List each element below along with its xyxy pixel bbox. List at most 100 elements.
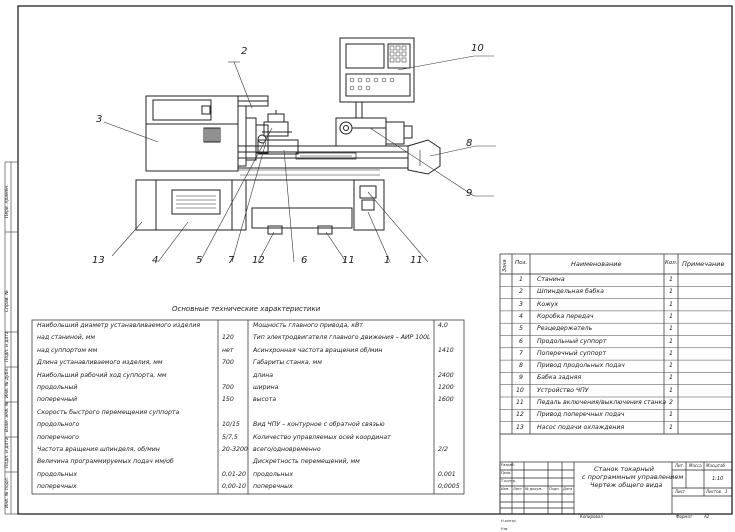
spec-label: над станиной, мм [37,334,96,342]
callout-leaders [103,55,496,263]
side-label: Инв. № подл. [5,476,10,508]
callout-number: 11 [410,255,423,266]
callout-number: 1 [384,255,391,266]
tb-role: Утв. [501,527,509,531]
spec-value: 0,01-20 [222,470,246,478]
tb-format-value: A2 [704,514,710,519]
tb-rev-header: Лист [513,487,522,491]
spec-value: 120 [222,334,234,342]
tb-rev-header: Изм. [501,487,510,491]
spec-label: над суппортом мм [37,346,98,354]
bom-name: Насос подачи охлаждения [537,423,625,431]
spec-value: 0,0005 [438,483,460,491]
spec-value: 10/15 [222,421,240,429]
bom-pos: 2 [519,288,523,296]
spec-label: Вид ЧПУ – контурное с обратной связью [253,421,385,429]
spec-label: длина [253,371,274,379]
spec-value: 1200 [438,384,454,391]
spec-label: Тип электродвигателя главного движения –… [253,334,431,342]
bom-pos: 4 [519,312,523,320]
bom-qty: 1 [669,312,673,320]
lathe-drawing [135,37,441,235]
bom-qty: 1 [669,411,673,419]
spec-label: Мощность главного привода, кВт [253,322,363,329]
callout-number: 13 [92,255,105,266]
side-label: Подп. и дата [5,437,10,468]
spec-label: всего/одновременно [253,446,321,453]
bom-header-note: Примечание [682,260,725,268]
spec-label: Количество управляемых осей координат [253,433,391,441]
side-label: Инв. № дубл. [5,367,10,398]
spec-value: 0,001 [438,470,456,478]
bom-name: Шпиндельная бабка [537,288,604,296]
bom-qty: 1 [669,288,673,296]
bom-qty: 1 [669,349,673,357]
doc-title-line-1: Станок токарный [594,465,654,473]
side-label: Взам. инв. № [5,401,10,432]
bom-name: Продольный суппорт [537,337,607,345]
tb-scale-label: Масштаб [706,463,726,468]
spec-value: 1410 [438,346,454,354]
bom-name: Привод продольных подач [537,362,625,370]
bom-pos: 10 [516,386,524,394]
spec-label: продольных [253,470,294,478]
bom-pos: 7 [519,349,523,357]
bom-table-grid [499,253,733,435]
callout-number: 6 [301,255,308,266]
doc-title-line-2: с программным управлением [582,473,684,481]
bom-name: Устройство ЧПУ [537,386,589,394]
tb-sheets-value: 1 [725,489,728,494]
spec-label: Скорость быстрого перемещения суппорта [37,408,180,416]
bom-qty: 1 [669,276,673,283]
bom-name: Бабка задняя [537,374,582,382]
bom-header-name: Наименование [571,260,622,268]
bom-pos: 3 [519,300,523,308]
callout-number: 11 [342,255,355,266]
bom-name: Кожух [537,300,559,308]
spec-value: 0,00-10 [222,483,246,491]
bom-qty: 1 [669,362,673,370]
tb-role: Н.контр. [501,519,517,523]
spec-label: Длина устанавливаемого изделия, мм [37,359,163,367]
tb-copied-label: Копировал [580,514,603,519]
bom-header-pos: Поз. [515,260,528,266]
spec-label: поперечных [37,483,77,491]
spec-value: нет [222,346,234,354]
title-block-grid [499,434,733,515]
spec-label: поперечный [37,396,78,404]
drawing-sheet [4,5,733,515]
tb-role: Разраб. [501,463,515,467]
side-binding-strip [4,161,18,515]
bom-pos: 12 [516,411,524,419]
bom-qty: 1 [669,337,673,345]
side-label: Подп. и дата [5,331,10,362]
tb-sheet-label: Лист [675,489,686,494]
tb-rev-header: Дата [563,487,573,491]
bom-qty: 2 [669,399,673,406]
spec-label: Величина программируемых подач мм/об [37,458,174,466]
spec-label: поперечных [253,483,293,491]
bom-name: Привод поперечных подач [537,411,625,419]
bom-pos: 11 [516,399,524,406]
callout-number: 5 [196,255,203,266]
bom-header-qty: Кол. [665,260,678,266]
spec-label: Наибольший рабочий ход суппорта, мм [37,371,167,379]
spec-label: Дискретность перемещений, мм [253,458,360,466]
tb-rev-header: № докум. [525,487,543,491]
tb-rev-header: Подп. [549,487,560,491]
spec-label: продольных [37,470,78,478]
bom-name: Коробка передач [537,312,594,320]
tb-lit-label: Лит. [675,463,685,468]
doc-title-line-3: Чертеж общего вида [590,481,663,489]
bom-pos: 9 [519,374,523,382]
spec-label: поперечного [37,433,79,441]
bom-qty: 1 [669,300,673,308]
callout-number: 2 [241,46,248,57]
bom-qty: 1 [669,374,673,382]
tb-role: Пров. [501,471,512,475]
spec-value: 20-3200 [222,446,248,453]
callout-number: 9 [466,188,473,199]
tb-sheets-label: Листов [706,489,721,494]
specs-title: Основные технические характеристики [172,305,321,313]
spec-label: Частота вращения шпинделя, об/мин [37,446,160,453]
